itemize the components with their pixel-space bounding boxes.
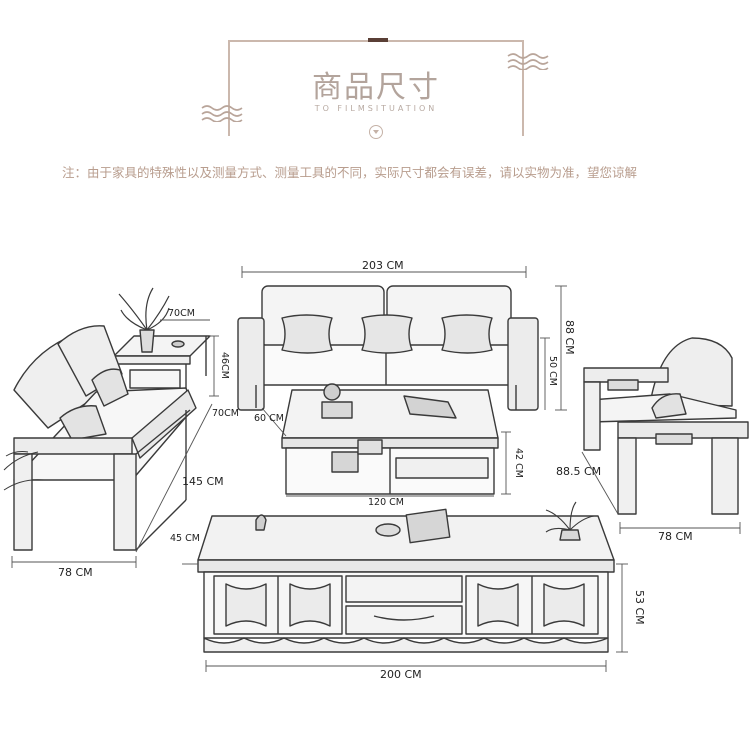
- dim-tv-stand-width: 200 CM: [380, 668, 422, 681]
- dim-side-table-top: 70CM: [168, 308, 195, 319]
- dim-loveseat-depth: 78 CM: [58, 566, 93, 579]
- coffee-table: [281, 383, 499, 495]
- three-seat-sofa: [237, 285, 539, 411]
- dim-coffee-table-height: 42 CM: [513, 448, 524, 478]
- page-subtitle: TO FILMSITUATION: [314, 104, 438, 113]
- dim-sofa-seat-height: 50 CM: [547, 356, 558, 386]
- disclaimer-note: 注：由于家具的特殊性以及测量方式、测量工具的不同，实际尺寸都会有误差，请以实物为…: [62, 165, 638, 180]
- arrow-down-icon: [369, 125, 383, 139]
- side-table: [113, 287, 211, 392]
- tv-stand: [197, 501, 615, 653]
- dim-armchair-width: 88.5 CM: [556, 465, 602, 478]
- dim-side-table-height: 46CM: [219, 352, 230, 379]
- header-notch: [368, 38, 388, 42]
- dim-sofa-height: 88 CM: [563, 320, 576, 355]
- wave-decoration-right: [507, 53, 549, 70]
- armchair: [583, 337, 749, 515]
- dim-coffee-table-width: 120 CM: [368, 497, 404, 508]
- header-frame: [228, 38, 524, 136]
- dim-armchair-depth: 78 CM: [658, 530, 693, 543]
- dim-loveseat-seat: 45 CM: [170, 533, 200, 544]
- dim-sofa-width: 203 CM: [362, 259, 404, 272]
- dim-tv-stand-height: 53 CM: [633, 590, 646, 625]
- title-part2: 尺寸: [376, 70, 440, 105]
- page-title: 商品尺寸: [228, 62, 524, 106]
- dim-side-table-depth: 70CM: [212, 408, 239, 419]
- dim-coffee-table-depth: 60 CM: [254, 413, 284, 424]
- dim-loveseat-length: 145 CM: [182, 475, 224, 488]
- wave-decoration-left: [201, 105, 243, 122]
- title-part1: 商品: [312, 70, 376, 105]
- loveseat: [3, 325, 197, 551]
